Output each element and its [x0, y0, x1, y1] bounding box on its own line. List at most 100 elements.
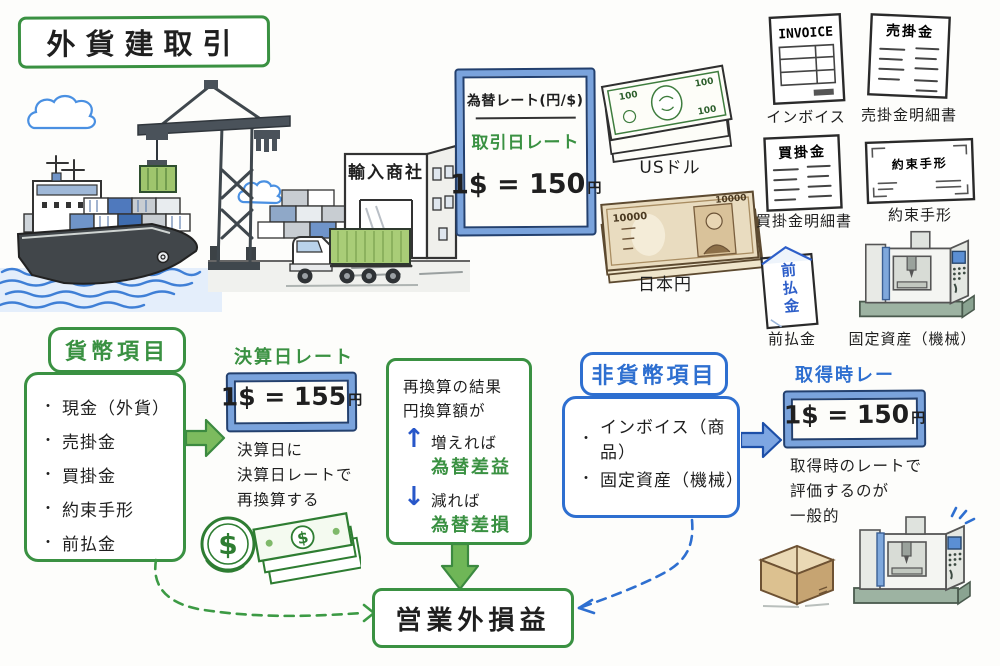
acquired-machine-icon [853, 506, 976, 605]
page-title-text: 外貨建取引 [46, 26, 242, 62]
nonmonetary-items-box: ・インボイス（商品） ・固定資産（機械） [562, 396, 744, 518]
rate-board-header: 為替レート(円/$) [466, 92, 584, 110]
nonmonetary-item-invoice: インボイス（商品） [600, 418, 726, 463]
jpy-denomination-right: 10000 [715, 193, 747, 206]
nonmonetary-to-result-dashed-arrow [577, 518, 694, 615]
bullet: ・ [41, 501, 56, 517]
usd-bills-icon: 100 100 100 [600, 64, 733, 163]
promissory-note-icon: 約束手形 [864, 137, 976, 205]
container-stack-icon [257, 189, 363, 239]
invoice-doc-title: INVOICE [778, 25, 834, 43]
green-down-arrow-icon [440, 544, 480, 591]
promissory-note-title: 約束手形 [891, 155, 948, 172]
settlement-note-line3: 再換算する [237, 491, 320, 509]
jpy-label: 日本円 [638, 275, 692, 295]
bill-dollar-sign: $ [296, 527, 310, 548]
invoice-document-icon: INVOICE [768, 12, 846, 106]
receivable-document-icon: 売掛金 [867, 13, 951, 99]
revaluation-decrease-row: ↓ 減れば [403, 482, 517, 512]
payable-document-icon: 買掛金 [763, 134, 843, 212]
advance-payment-envelope-icon [760, 245, 819, 330]
import-company-sign: 輸入商社 [348, 162, 424, 183]
payable-doc-title: 買掛金 [778, 143, 827, 162]
bullet: ・ [41, 467, 56, 483]
crane-icon [137, 80, 291, 270]
jpy-denomination-left: 10000 [612, 211, 648, 225]
fixed-asset-label: 固定資産（機械） [848, 330, 977, 348]
usd-denomination-corner: 100 [697, 104, 717, 117]
decrease-text: 減れば [431, 492, 481, 510]
increase-arrow-icon: ↑ [403, 424, 425, 454]
non-operating-result-text: 営業外損益 [395, 605, 551, 636]
transaction-rate-label: 取引日レート [471, 132, 580, 154]
advance-payment-label: 前払金 [767, 330, 816, 348]
monetary-to-result-dashed-arrow [153, 558, 376, 623]
monetary-item-advance: 前払金 [62, 534, 116, 555]
list-item: ・買掛金 [41, 457, 183, 491]
settlement-note-line2: 決算日レートで [237, 466, 353, 484]
list-item: ・前払金 [41, 525, 183, 559]
sparkle-icon [950, 506, 976, 525]
bullet: ・ [41, 433, 56, 449]
receivable-label: 売掛金明細書 [860, 106, 957, 124]
nonmonetary-items-title-text: 非貨幣項目 [591, 364, 717, 389]
cardboard-box-icon [758, 544, 836, 608]
revaluation-box: 再換算の結果 円換算額が ↑ 増えれば 為替差益 ↓ 減れば 為替差損 [386, 358, 532, 545]
settlement-rate-value: 1$ = 155 [220, 381, 347, 412]
blue-right-arrow-icon [741, 421, 783, 459]
jpy-bills-icon: 10000 10000 [600, 190, 765, 284]
usd-label: USドル [639, 158, 701, 178]
monetary-item-payable: 買掛金 [62, 466, 116, 487]
acquisition-note: 取得時のレートで 評価するのが 一般的 [790, 454, 950, 529]
bullet: ・ [579, 431, 594, 447]
port-scene-illustration: 輸入商社 [0, 80, 470, 312]
non-operating-result-box: 営業外損益 [372, 588, 574, 648]
revaluation-line2: 円換算額が [403, 402, 486, 420]
acquisition-note-line3: 一般的 [790, 507, 840, 525]
nonmonetary-items-title: 非貨幣項目 [580, 352, 728, 396]
list-item: ・売掛金 [41, 423, 183, 457]
monetary-item-note: 約束手形 [62, 500, 134, 521]
container-ship-icon [16, 155, 198, 285]
settlement-note-line1: 決算日に [237, 441, 304, 459]
invoice-label: インボイス [766, 108, 846, 126]
monetary-item-cash: 現金（外貨） [62, 398, 170, 419]
monetary-items-title: 貨幣項目 [48, 327, 186, 373]
revaluation-increase-row: ↑ 増えれば [403, 424, 517, 454]
bullet: ・ [41, 399, 56, 415]
money-coin-bills-icon: $ $ [200, 512, 361, 585]
acquisition-rate-board: 1$ = 150 円 [782, 389, 927, 449]
usd-denomination-left: 100 [618, 90, 638, 103]
decrease-arrow-icon: ↓ [403, 482, 425, 512]
usd-denomination-right: 100 [694, 77, 714, 90]
settlement-note: 決算日に 決算日レートで 再換算する [237, 438, 367, 513]
list-item: ・インボイス（商品） [579, 418, 737, 463]
rate-board-divider [475, 116, 576, 120]
green-right-arrow-icon [186, 418, 226, 458]
exchange-loss-text: 為替差損 [431, 515, 511, 536]
revaluation-line1: 再換算の結果 [403, 378, 503, 396]
exchange-gain-text: 為替差益 [431, 457, 511, 478]
acquisition-note-line2: 評価するのが [790, 482, 890, 500]
coin-dollar-sign: $ [218, 528, 237, 561]
nonmonetary-item-fixed-asset: 固定資産（機械） [600, 470, 744, 491]
list-item: ・現金（外貨） [41, 389, 183, 423]
transaction-rate-value: 1$ = 150 [449, 168, 586, 201]
page-title: 外貨建取引 [17, 15, 271, 69]
truck-icon [285, 228, 419, 287]
acquisition-note-line1: 取得時のレートで [790, 457, 923, 475]
bullet: ・ [579, 471, 594, 487]
list-item: ・約束手形 [41, 491, 183, 525]
monetary-item-receivable: 売掛金 [62, 432, 116, 453]
monetary-items-title-text: 貨幣項目 [64, 340, 169, 365]
bullet: ・ [41, 535, 56, 551]
settlement-rate-title: 決算日レート [234, 347, 354, 368]
settlement-rate-board: 1$ = 155 円 [221, 371, 362, 433]
transaction-rate-board: 為替レート(円/$) 取引日レート 1$ = 150 円 [450, 67, 601, 237]
receivable-doc-title: 売掛金 [886, 22, 935, 41]
promissory-note-label: 約束手形 [887, 206, 952, 224]
payable-label: 買掛金明細書 [755, 212, 852, 230]
acquisition-rate-value: 1$ = 150 [783, 399, 910, 430]
settlement-rate-unit: 円 [348, 392, 363, 409]
